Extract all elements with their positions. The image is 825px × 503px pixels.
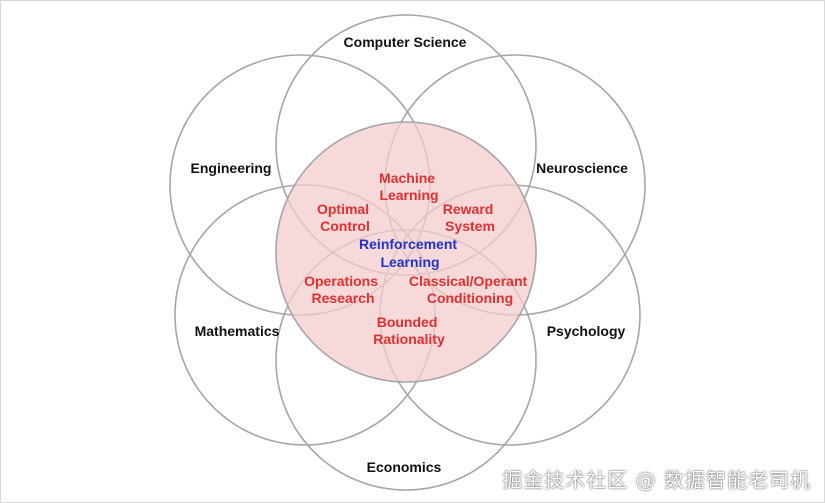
label-psychology: Psychology [547,323,626,339]
label-economics: Economics [367,459,442,475]
circle-reinforcement-learning [275,121,537,383]
label-computer-science: Computer Science [344,34,467,50]
watermark-text: 掘金技术社区 @ 数据智能老司机 [502,468,811,492]
label-bounded-rationality: Bounded Rationality [373,314,445,347]
label-reinforcement-learning: Reinforcement Learning [359,236,461,270]
label-classical-operant-conditioning: Classical/Operant Conditioning [409,273,531,306]
label-engineering: Engineering [191,160,272,176]
label-neuroscience: Neuroscience [536,160,628,176]
label-operations-research: Operations Research [304,273,382,306]
label-mathematics: Mathematics [195,323,280,339]
label-reward-system: Reward System [443,201,497,234]
label-optimal-control: Optimal Control [317,201,373,234]
label-machine-learning: Machine Learning [379,170,439,203]
